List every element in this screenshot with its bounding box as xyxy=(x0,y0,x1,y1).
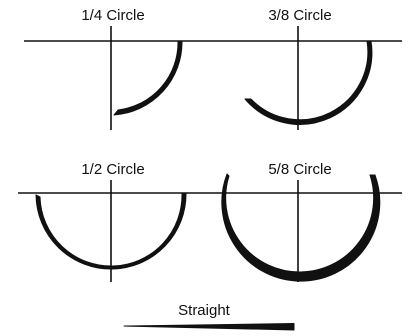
five-eighths-circle-needle xyxy=(221,173,381,282)
half-circle-needle xyxy=(35,192,187,270)
quarter-circle-needle xyxy=(113,40,183,116)
quarter-circle-label: 1/4 Circle xyxy=(81,7,144,24)
three-eighths-circle-needle xyxy=(244,40,373,125)
three-eighths-circle-label: 3/8 Circle xyxy=(268,7,331,24)
straight-needle xyxy=(123,323,295,331)
half-circle-label: 1/2 Circle xyxy=(81,161,144,178)
straight-label: Straight xyxy=(178,302,231,319)
five-eighths-circle-label: 5/8 Circle xyxy=(268,161,331,178)
